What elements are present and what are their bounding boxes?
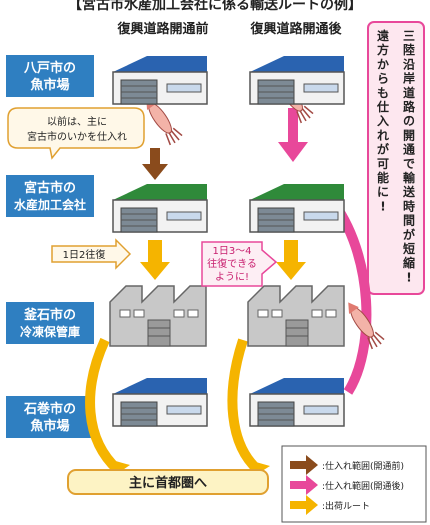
vertical-note: 三陸沿岸道路の開通で輸送時間が短縮! 遠方からも仕入れが可能に! — [367, 21, 425, 295]
svg-text:1日2往復: 1日2往復 — [63, 248, 106, 261]
column-header-before: 復興道路開通前 — [116, 21, 208, 37]
vertical-note-line-2: 遠方からも仕入れが可能に! — [376, 28, 389, 213]
svg-text:石巻市の: 石巻市の — [23, 401, 76, 417]
fish-market-icon — [249, 56, 345, 105]
location-label-kamaishi: 釜石市の 冷凍保管庫 — [6, 302, 94, 344]
legend: :仕入れ範囲(開通前) :仕入れ範囲(開通後) :出荷ルート — [281, 445, 427, 523]
column-header-after: 復興道路開通後 — [249, 21, 342, 37]
vertical-note-line-1: 三陸沿岸道路の開通で輸送時間が短縮! — [402, 29, 416, 284]
svg-text:宮古市のいかを仕入れ: 宮古市のいかを仕入れ — [27, 130, 127, 143]
svg-text:魚市場: 魚市場 — [30, 418, 69, 434]
svg-text::出荷ルート: :出荷ルート — [322, 500, 370, 512]
fish-market-icon — [112, 378, 208, 427]
callout-trips-after: 1日3～4 往復できる ように! — [201, 241, 278, 287]
location-label-hachinohe: 八戸市の 魚市場 — [6, 55, 94, 97]
svg-text:冷凍保管庫: 冷凍保管庫 — [20, 324, 80, 339]
location-label-miyako: 宮古市の 水産加工会社 — [6, 175, 94, 217]
legend-item-before: :仕入れ範囲(開通前) — [290, 455, 404, 475]
fish-market-icon — [249, 378, 345, 427]
squid-icon — [348, 302, 385, 350]
svg-text::仕入れ範囲(開通前): :仕入れ範囲(開通前) — [322, 460, 404, 472]
svg-text:1日3～4: 1日3～4 — [212, 246, 251, 257]
svg-text:水産加工会社: 水産加工会社 — [14, 197, 86, 212]
processing-company-icon — [249, 184, 345, 233]
svg-text:以前は、主に: 以前は、主に — [47, 115, 107, 128]
callout-before-supply: 以前は、主に 宮古市のいかを仕入れ — [7, 107, 145, 160]
svg-text:八戸市の: 八戸市の — [23, 60, 76, 76]
svg-text:ように!: ように! — [215, 271, 249, 283]
svg-text:魚市場: 魚市場 — [30, 77, 69, 93]
svg-text::仕入れ範囲(開通後): :仕入れ範囲(開通後) — [322, 480, 404, 492]
destination-label: 主に首都圏へ — [129, 475, 207, 491]
svg-text:宮古市の: 宮古市の — [24, 180, 76, 196]
location-label-ishinomaki: 石巻市の 魚市場 — [6, 396, 94, 438]
svg-text:釜石市の: 釜石市の — [23, 307, 76, 323]
cold-storage-icon — [247, 285, 345, 347]
destination-box: 主に首都圏へ — [67, 469, 269, 495]
fish-market-icon — [112, 56, 208, 105]
processing-company-icon — [112, 184, 208, 233]
svg-text:往復できる: 往復できる — [207, 257, 257, 270]
diagram-title: 【宮古市水産加工会社に係る輸送ルートの例】 — [68, 0, 362, 13]
callout-trips-before: 1日2往復 — [51, 238, 132, 270]
shipping-route-arrows — [85, 240, 306, 480]
legend-item-shipping: :出荷ルート — [290, 495, 370, 515]
legend-item-after: :仕入れ範囲(開通後) — [290, 475, 404, 495]
cold-storage-icon — [109, 285, 207, 347]
supply-arrow-before — [142, 148, 168, 180]
